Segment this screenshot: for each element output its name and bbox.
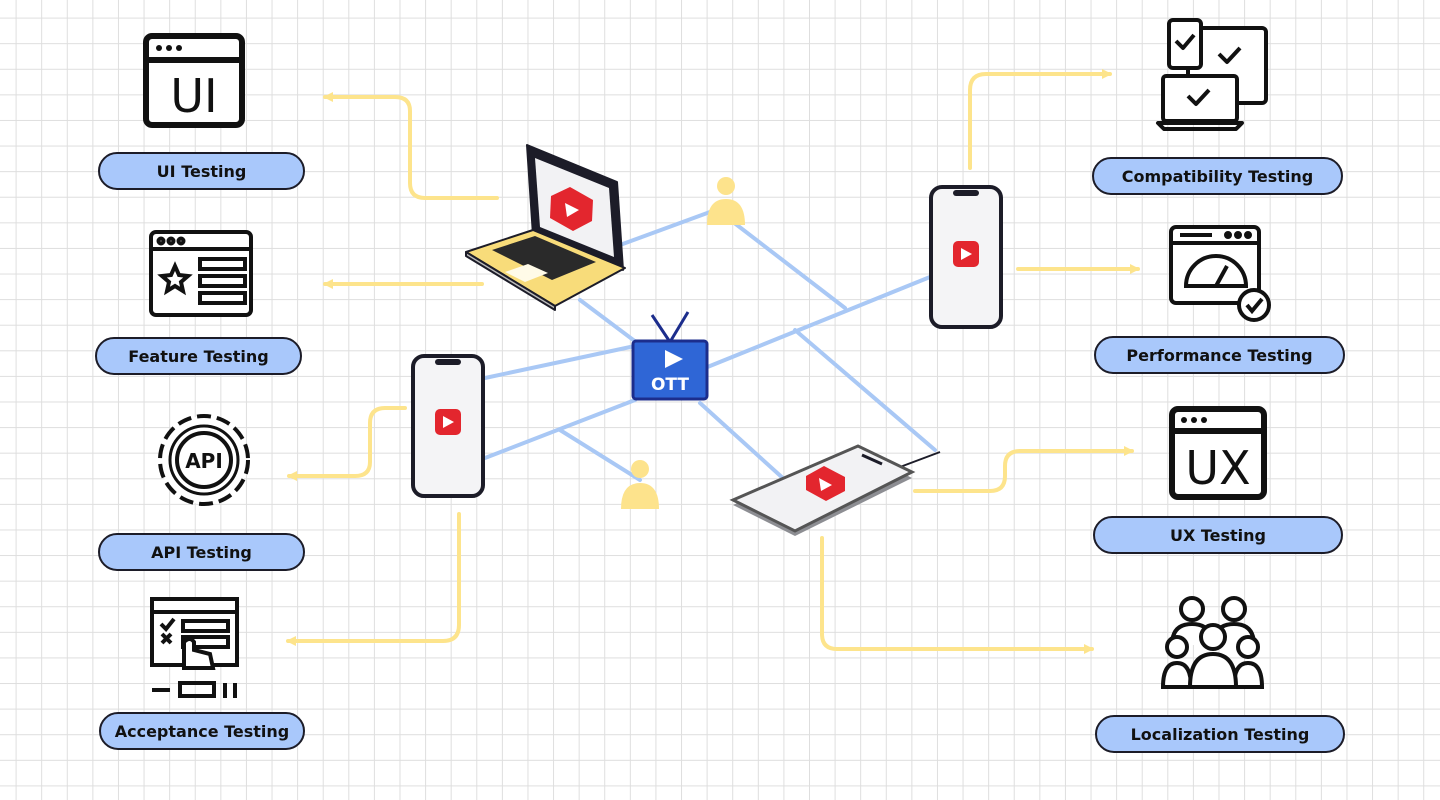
phone-top-right-icon (929, 185, 1003, 329)
connector-line (578, 298, 642, 347)
compatibility-testing-label: Compatibility Testing (1092, 157, 1343, 195)
ui-icon-text: UI (170, 69, 217, 123)
connector-line (618, 210, 847, 310)
ui-window-icon (143, 33, 245, 128)
connector-line (793, 328, 937, 452)
tv-play-icon (631, 311, 709, 401)
performance-testing-label: Performance Testing (1094, 336, 1345, 374)
ux-icon-text: UX (1185, 441, 1250, 495)
feature-testing-label: Feature Testing (95, 337, 302, 375)
api-gear-icon (158, 414, 250, 506)
api-testing-label: API Testing (98, 533, 305, 571)
localization-group-icon (1160, 596, 1265, 689)
arrow-to-ux (913, 446, 1134, 493)
arrow-to-api (287, 406, 407, 481)
arrow-to-acceptance (286, 512, 461, 646)
user-icon-bottom (621, 460, 659, 509)
flow-arrows (286, 69, 1140, 654)
laptop-icon (465, 144, 626, 311)
hub-label: OTT (651, 375, 689, 395)
arrow-to-localization (820, 536, 1094, 654)
ux-testing-label: UX Testing (1093, 516, 1343, 554)
performance-gauge-icon (1169, 225, 1271, 322)
feature-window-icon (149, 230, 253, 317)
compatibility-devices-icon (1156, 18, 1268, 131)
connector-line (483, 344, 637, 380)
user-icon-top (707, 177, 745, 225)
api-icon-text: API (185, 449, 223, 473)
ux-window-icon (1169, 406, 1267, 500)
connector-line (698, 401, 787, 482)
phone-lying-icon (729, 444, 941, 536)
acceptance-checklist-icon (150, 597, 239, 698)
localization-testing-label: Localization Testing (1095, 715, 1345, 753)
acceptance-testing-label: Acceptance Testing (99, 712, 305, 750)
phone-left-icon (411, 354, 485, 498)
laptop-play-logo (550, 187, 593, 231)
arrow-to-ui (323, 92, 499, 200)
ui-testing-label: UI Testing (98, 152, 305, 190)
connector-line (703, 275, 932, 370)
arrow-to-compatibility (968, 69, 1112, 170)
connector-line (558, 428, 642, 482)
